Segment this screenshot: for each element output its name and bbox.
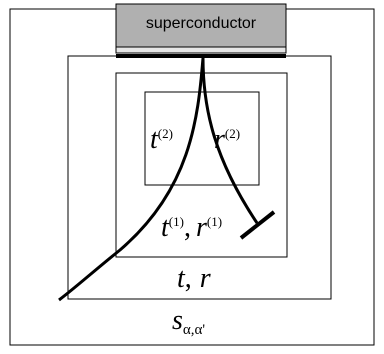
label-r1-sup: (1) [207,214,222,229]
label-t2-base: t [150,124,159,155]
label-t1-comma: , [184,212,191,243]
label-t2: t(2) [150,124,173,155]
label-t1-r1: t(1),r(1) [161,212,222,243]
label-r: r [200,263,211,294]
label-t1-sup: (1) [169,214,184,229]
label-t-r: t, r [177,263,211,294]
label-s-base: s [172,305,183,336]
label-t1-base: t [161,212,170,243]
label-s: sα,α' [172,305,205,338]
label-s-sub: α,α' [183,322,205,338]
label-r2-base: r [214,124,225,155]
label-t2-sup: (2) [158,126,173,141]
label-tr-comma: , [185,263,192,294]
label-r1-base: r [196,212,207,243]
transmitted-trajectory [58,57,205,302]
superconductor-box: superconductor [115,3,287,58]
label-r2-sup: (2) [225,126,240,141]
superconductor-label: superconductor [146,15,257,32]
label-t: t [177,263,186,294]
reflection-end-bar [239,210,276,240]
region-t2-r2 [144,91,260,186]
label-r2: r(2) [214,124,240,155]
reflected-trajectory [201,57,259,224]
superconductor-lower-band [115,46,287,54]
